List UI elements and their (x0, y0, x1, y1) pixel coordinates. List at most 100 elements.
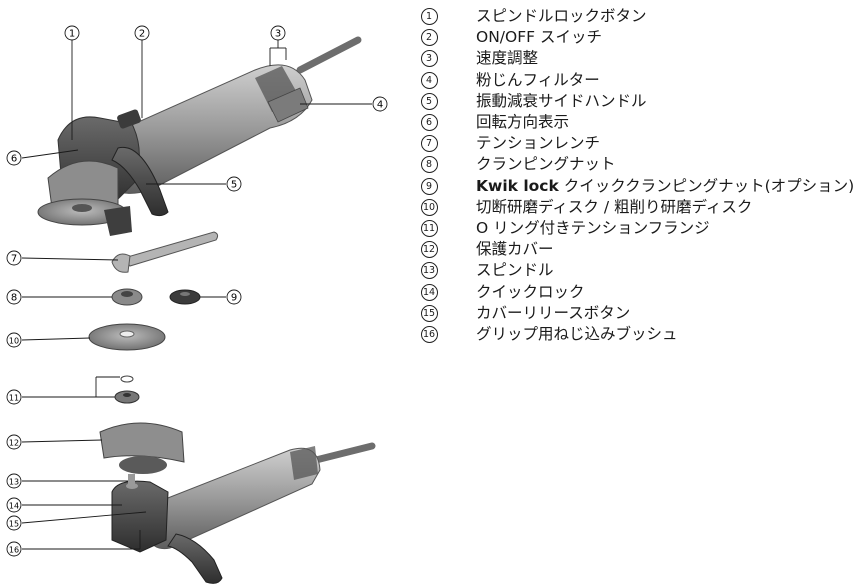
legend-item: 11 O リング付きテンションフランジ (418, 218, 858, 239)
callout-10: 10 (9, 337, 19, 346)
callout-11: 11 (9, 394, 19, 403)
legend-number-value: 1 (420, 8, 438, 25)
legend-text: カバーリリースボタン (440, 303, 858, 324)
callout-3: 3 (275, 29, 281, 40)
quick-nut-drawing (169, 289, 201, 305)
legend-text: 保護カバー (440, 239, 858, 260)
flange-drawing (114, 375, 140, 404)
legend-label: スピンドルロックボタン (476, 7, 647, 25)
legend-item: 3 速度調整 (418, 48, 858, 69)
callout-13: 13 (9, 478, 19, 487)
legend-text: ON/OFF スイッチ (440, 27, 858, 48)
legend-item: 16 グリップ用ねじ込みブッシュ (418, 324, 858, 345)
legend-number-value: 16 (420, 326, 438, 344)
legend-number-value: 8 (420, 156, 438, 174)
legend-item: 1 スピンドルロックボタン (418, 6, 858, 27)
guard-drawing (99, 422, 185, 474)
legend-text: クイックロック (440, 282, 858, 303)
legend-number: 2 (418, 27, 440, 48)
legend-label: スピンドル (476, 261, 554, 280)
legend-item: 8 クランピングナット (418, 154, 858, 175)
legend-number-value: 14 (420, 283, 438, 301)
callout-circles: 1 2 3 4 5 6 7 8 9 10 11 12 13 14 15 16 (6, 25, 388, 557)
legend-number-value: 5 (420, 92, 438, 110)
legend-item: 12 保護カバー (418, 239, 858, 260)
callout-7: 7 (11, 254, 17, 265)
legend-item: 6 回転方向表示 (418, 112, 858, 133)
legend-number: 5 (418, 91, 440, 112)
legend-number: 4 (418, 70, 440, 91)
callout-layer (21, 40, 372, 550)
legend-number-value: 11 (420, 220, 438, 238)
legend-bold-text: Kwik lock (476, 176, 559, 195)
legend-label: グリップ用ねじ込みブッシュ (476, 325, 678, 344)
legend-number: 3 (418, 48, 440, 69)
legend-number: 13 (418, 260, 440, 281)
legend-text: スピンドル (440, 260, 858, 281)
legend-number-value: 4 (420, 71, 438, 89)
callout-5: 5 (231, 180, 237, 191)
legend-number: 9 (418, 176, 440, 197)
legend-number: 12 (418, 239, 440, 260)
legend-text: O リング付きテンションフランジ (440, 218, 858, 239)
legend-label: クランピングナット (476, 155, 616, 174)
legend-text: クランピングナット (440, 154, 858, 175)
callout-8: 8 (11, 293, 17, 304)
legend-label: カバーリリースボタン (476, 303, 631, 322)
callout-15: 15 (9, 520, 19, 529)
legend-number-value: 7 (420, 135, 438, 153)
legend-number: 8 (418, 154, 440, 175)
legend-text: 振動減衰サイドハンドル (440, 91, 858, 112)
legend-label: 回転方向表示 (476, 113, 570, 132)
legend-item: 2 ON/OFF スイッチ (418, 27, 858, 48)
callout-16: 16 (9, 546, 19, 555)
legend-label: 切断研磨ディスク / 粗削り研磨ディスク (476, 197, 753, 216)
callout-14: 14 (9, 502, 19, 511)
legend-number-value: 6 (420, 114, 438, 132)
legend-label: 振動減衰サイドハンドル (476, 91, 647, 110)
legend-text: Kwik lock クイッククランピングナット(オプション) (440, 176, 858, 197)
legend-number: 1 (418, 6, 440, 27)
legend-text: グリップ用ねじ込みブッシュ (440, 324, 858, 345)
legend-text: スピンドルロックボタン (440, 6, 858, 27)
legend-number-value: 12 (420, 241, 438, 259)
legend-text: 切断研磨ディスク / 粗削り研磨ディスク (440, 197, 858, 218)
legend-label: クイックロック (476, 282, 585, 301)
legend-item: 10 切断研磨ディスク / 粗削り研磨ディスク (418, 197, 858, 218)
clamping-nut-drawing (111, 288, 143, 306)
cutting-disc-drawing (88, 323, 166, 351)
legend-number-value: 15 (420, 304, 438, 322)
legend-text: 回転方向表示 (440, 112, 858, 133)
legend-number-value: 13 (420, 262, 438, 280)
legend-number: 7 (418, 133, 440, 154)
legend-text: 速度調整 (440, 48, 858, 69)
legend-number: 14 (418, 282, 440, 303)
legend-number: 15 (418, 303, 440, 324)
legend-number-value: 10 (420, 198, 438, 216)
angle-grinder-illustration: 1 2 3 4 5 6 7 8 9 10 11 12 13 14 15 16 (6, 25, 388, 584)
callout-1: 1 (69, 29, 75, 40)
legend-label: 速度調整 (476, 49, 539, 68)
legend-number-value: 3 (420, 50, 438, 68)
callout-4: 4 (377, 100, 383, 111)
legend-number: 10 (418, 197, 440, 218)
legend-label: ON/OFF スイッチ (476, 28, 602, 47)
callout-12: 12 (9, 439, 19, 448)
legend-text: 粉じんフィルター (440, 70, 858, 91)
legend-number-value: 2 (420, 29, 438, 47)
legend-number: 6 (418, 112, 440, 133)
legend-label: O リング付きテンションフランジ (476, 219, 710, 238)
legend-item: 14 クイックロック (418, 282, 858, 303)
legend-text: テンションレンチ (440, 133, 858, 154)
legend-number: 16 (418, 324, 440, 345)
legend-label: クイッククランピングナット(オプション) (558, 176, 855, 195)
legend-label: 保護カバー (476, 240, 554, 259)
callout-2: 2 (139, 29, 145, 40)
legend-item: 5 振動減衰サイドハンドル (418, 91, 858, 112)
wrench-drawing (111, 231, 219, 273)
legend-number: 11 (418, 218, 440, 239)
top-grinder-drawing (37, 36, 362, 236)
